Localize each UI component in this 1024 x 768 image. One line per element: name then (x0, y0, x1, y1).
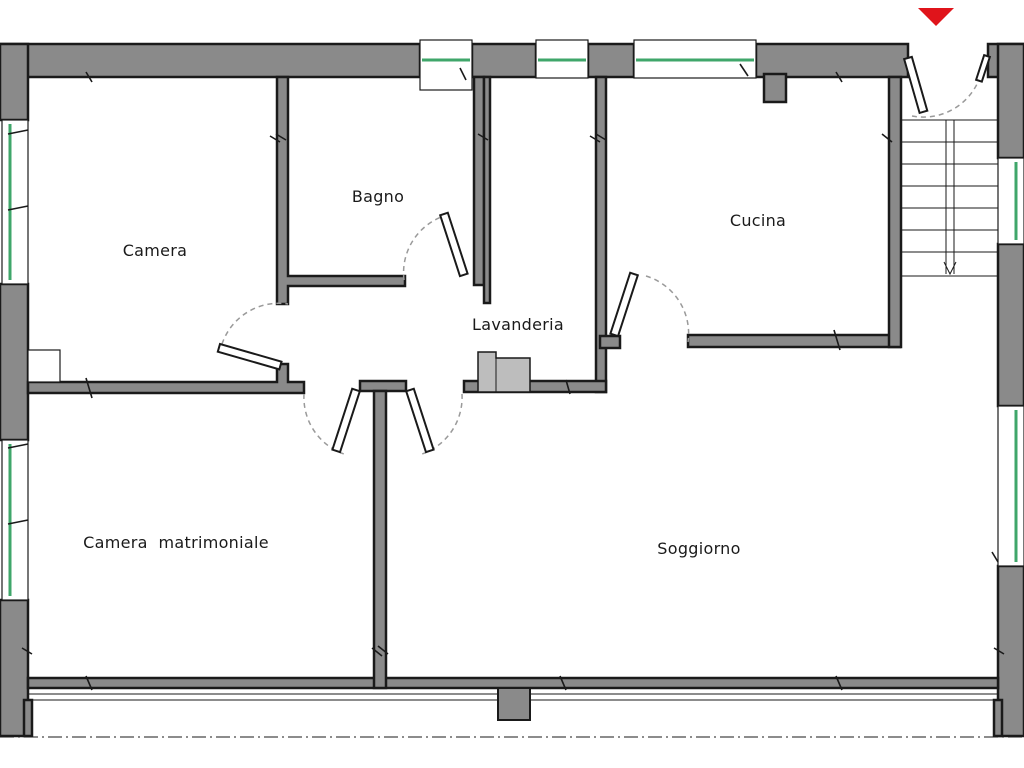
window-bagno (419, 39, 473, 91)
window-soggiorno (997, 405, 1024, 567)
wall-lavanderia-bottom (462, 379, 608, 394)
door-soggiorno-corridor (404, 387, 435, 454)
door-bagno (438, 211, 469, 278)
wall-cucina-bottom (686, 333, 902, 349)
wall-top-pier-1 (470, 42, 538, 79)
ticks (7, 63, 1005, 691)
outer-walls (0, 42, 1024, 738)
wall-top-left (0, 42, 422, 79)
window-stair (997, 157, 1024, 245)
wall-corridor-stub (358, 379, 408, 393)
door-entrance-left (902, 55, 929, 115)
stair-arrow-icon (943, 261, 957, 276)
wall-right-mid (996, 242, 1024, 408)
wall-left-top (0, 42, 30, 122)
shaft (477, 351, 531, 393)
entrance-arrow-icon (918, 8, 954, 26)
wall-top-pier-2 (586, 42, 636, 79)
wall-top-notch (762, 72, 788, 104)
balcony-post-right (992, 698, 1004, 738)
windows (1, 39, 1024, 601)
door-entrance-right (974, 53, 992, 83)
wall-bagno-lavanderia-2 (482, 75, 492, 305)
label-lavanderia: Lavanderia (472, 315, 564, 334)
label-soggiorno: Soggiorno (657, 539, 740, 558)
balcony-column (497, 687, 531, 721)
label-camera-matrimoniale: Camera matrimoniale (83, 533, 269, 552)
wall-bottom (26, 676, 1000, 690)
room-labels: Camera Bagno Lavanderia Cucina Camera ma… (83, 187, 786, 558)
wall-matrimoniale-soggiorno (372, 389, 388, 690)
label-cucina: Cucina (730, 211, 786, 230)
wall-left-mid (0, 282, 30, 442)
wall-right-top (996, 42, 1024, 160)
balcony-post-left (22, 698, 34, 738)
door-camera-matrimoniale (331, 387, 362, 454)
window-camera-matrimoniale (1, 439, 29, 601)
door-cucina (609, 271, 640, 338)
wall-camera-bottom (26, 362, 306, 395)
wall-bagno-lavanderia (472, 75, 486, 287)
window-camera (1, 119, 29, 285)
wall-cucina-stair (887, 75, 903, 349)
label-bagno: Bagno (352, 187, 404, 206)
internal-walls (26, 75, 903, 690)
door-camera (216, 342, 283, 371)
wall-top-right (754, 42, 910, 79)
camera-closet (27, 349, 61, 383)
wall-lavanderia-cucina-stub (598, 334, 622, 350)
doors (216, 53, 992, 455)
stairs (901, 119, 998, 277)
label-camera: Camera (123, 241, 188, 260)
